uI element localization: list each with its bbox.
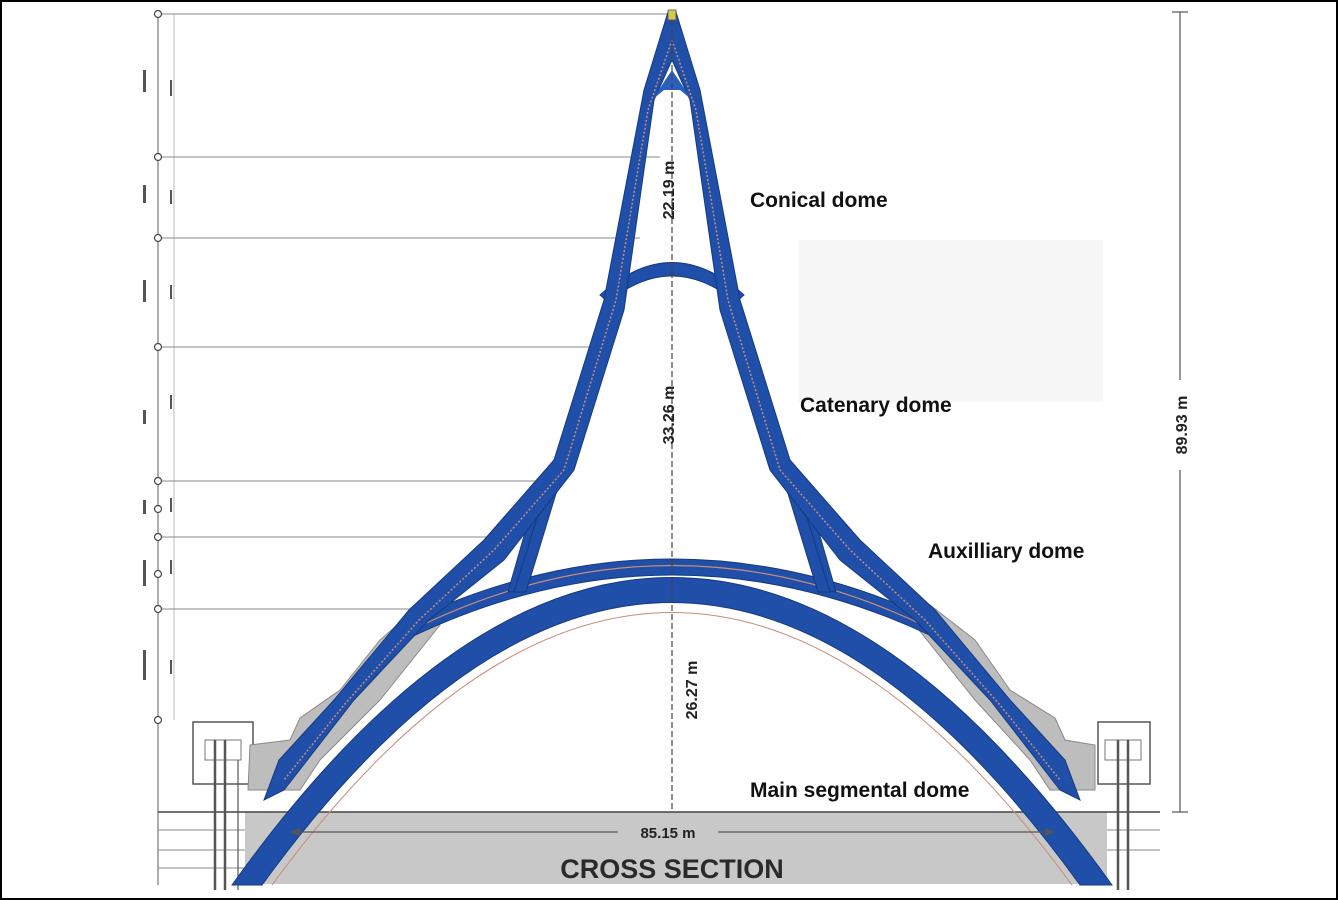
conical-dome-label: Conical dome	[750, 189, 888, 212]
background-panel	[798, 240, 1103, 402]
level-axis	[143, 9, 672, 885]
span-label: 85.15 m	[640, 825, 695, 842]
conical-height-dimension: 22.19 m	[661, 161, 678, 220]
catenary-dome-label: Catenary dome	[800, 394, 952, 417]
total-height-dimension	[1168, 11, 1192, 813]
level-tick-marks	[143, 70, 172, 680]
catenary-height-dimension: 33.26 m	[661, 386, 678, 445]
drawing-title: CROSS SECTION	[560, 854, 784, 884]
main-dome-height-dimension: 26.27 m	[684, 661, 701, 720]
main-segmental-dome-label: Main segmental dome	[750, 779, 969, 802]
level-lines	[158, 13, 672, 610]
auxiliary-dome-label: Auxilliary dome	[928, 540, 1084, 563]
total-height-label: 89.93 m	[1174, 396, 1191, 455]
main-segmental-dome-shell	[231, 577, 1113, 886]
level-markers	[153, 9, 163, 725]
span-dimension	[290, 822, 1055, 842]
